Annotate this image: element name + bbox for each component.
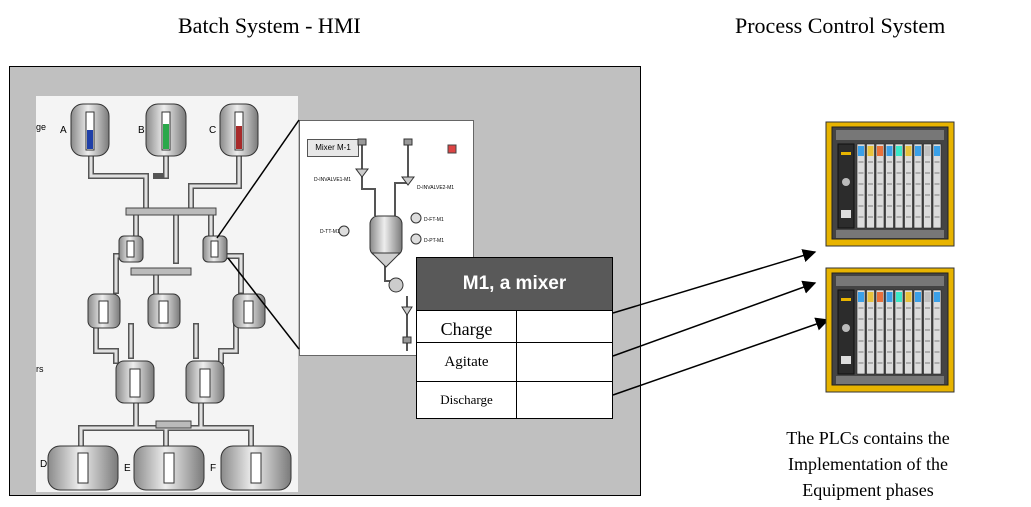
tank-label-d: D (40, 459, 47, 470)
phase-row-discharge: Discharge (417, 381, 612, 418)
tank-label-b: B (138, 125, 145, 136)
plant-svg: A B C D E F ge rs (36, 103, 292, 491)
zoom-line-bottom (227, 257, 300, 350)
reactor-large-2 (185, 360, 225, 404)
valve-3 (401, 306, 413, 316)
instrument-3 (338, 225, 350, 237)
reactor-mid-3 (232, 293, 266, 329)
phase-table-title: M1, a mixer (417, 258, 612, 310)
phase-name-discharge: Discharge (417, 382, 517, 418)
mixer-tag: Mixer M-1 (307, 139, 359, 157)
valve-label-1: D-INVALVE1-M1 (314, 177, 351, 183)
plant-schematic: A B C D E F ge rs (36, 96, 298, 492)
arrow-charge (612, 249, 817, 314)
tank-label-e: E (124, 463, 131, 474)
zoom-line-top (216, 119, 300, 239)
phase-row-charge: Charge (417, 310, 612, 342)
plc-rack-1 (825, 121, 955, 247)
reactor-small-1 (118, 235, 144, 263)
instrument-2 (410, 233, 422, 245)
valve-label-2: D-INVALVE2-M1 (417, 185, 454, 191)
tank-e (133, 445, 205, 491)
plc-caption-line-2: Implementation of the (788, 454, 948, 474)
plc-rack-2 (825, 267, 955, 393)
tank-b (145, 103, 187, 157)
tank-label-f: F (210, 463, 216, 474)
phase-table: M1, a mixer Charge Agitate Discharge (416, 257, 613, 419)
mixer-detail-svg: D-INVALVE1-M1 D-INVALVE2-M1 D-FT-M1 D-PT… (314, 138, 457, 351)
edge-fragment-top: ge (36, 122, 46, 132)
mixer-detail-window: Mixer M-1 D-INVALVE1-M1 D-INVALVE2-M1 D-… (299, 120, 474, 356)
plc-caption-line-3: Equipment phases (802, 480, 934, 500)
reactor-large-1 (115, 360, 155, 404)
pump (388, 277, 404, 293)
tank-d (47, 445, 119, 491)
valve-2 (401, 176, 415, 186)
reactor-mid-1 (87, 293, 121, 329)
arrow-agitate (612, 280, 817, 357)
reactor-mid-2 (147, 293, 181, 329)
arrow-discharge (612, 317, 830, 396)
phase-row-agitate: Agitate (417, 342, 612, 381)
phase-name-agitate: Agitate (417, 343, 517, 381)
hmi-heading: Batch System - HMI (178, 13, 361, 38)
edge-fragment-bottom: rs (36, 364, 44, 374)
valve-1 (355, 168, 369, 178)
tank-c (219, 103, 259, 157)
plc-caption: The PLCs contains the Implementation of … (728, 425, 1008, 503)
instrument-label-1: D-FT-M1 (424, 217, 444, 223)
reactor-small-2 (202, 235, 228, 263)
manifold-top (125, 207, 217, 216)
phase-name-charge: Charge (417, 311, 517, 342)
instrument-label-3: D-TT-M1 (320, 229, 340, 235)
close-icon (447, 144, 457, 154)
instrument-label-2: D-PT-M1 (424, 238, 444, 244)
tank-label-c: C (209, 125, 216, 136)
manifold-bottom (155, 420, 192, 429)
manifold-mid (130, 267, 192, 276)
pcs-heading: Process Control System (735, 13, 946, 38)
tank-label-a: A (60, 125, 67, 136)
tank-f (220, 445, 292, 491)
mixer-vessel (369, 215, 403, 268)
tank-a (70, 103, 110, 157)
instrument-1 (410, 212, 422, 224)
plc-caption-line-1: The PLCs contains the (786, 428, 950, 448)
